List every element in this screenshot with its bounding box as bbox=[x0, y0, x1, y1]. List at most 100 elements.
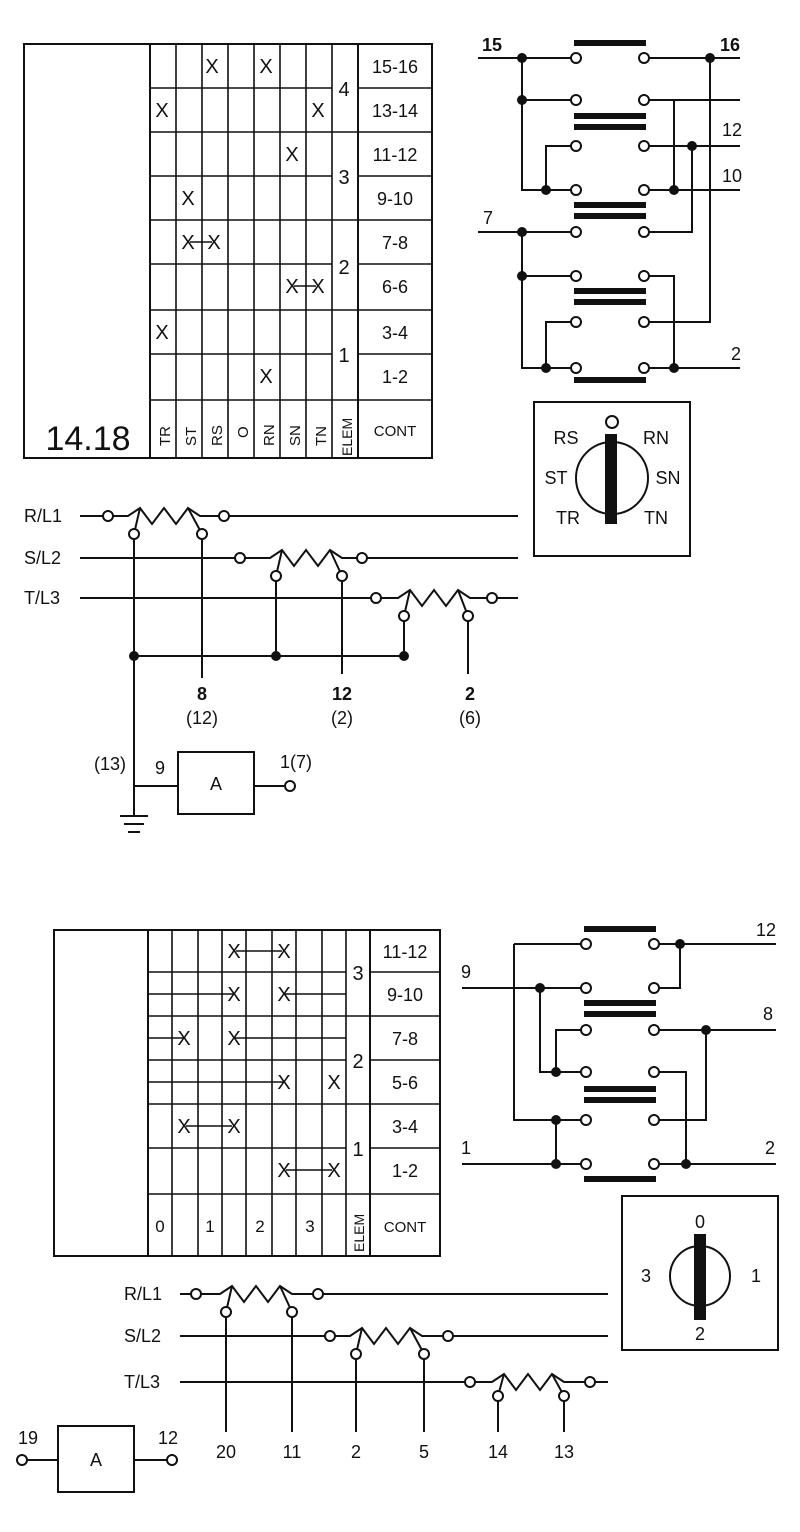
top-terminal-8: 8 bbox=[197, 684, 207, 704]
svg-text:X: X bbox=[181, 188, 194, 210]
top-terminal-7: 7 bbox=[483, 208, 493, 228]
bottom-terminal-20: 20 bbox=[216, 1442, 236, 1462]
svg-text:X: X bbox=[205, 56, 218, 78]
svg-text:X: X bbox=[327, 1160, 340, 1182]
top-terminal-12b: (2) bbox=[331, 708, 353, 728]
bottom-col-3: 3 bbox=[305, 1217, 314, 1236]
top-col-rs: RS bbox=[209, 425, 226, 446]
bottom-selector-switch: 0 1 2 3 bbox=[621, 1195, 779, 1351]
bottom-cont-3: 7-8 bbox=[392, 1029, 418, 1049]
top-col-rn: RN bbox=[261, 424, 278, 446]
top-terminal-8b: (12) bbox=[186, 708, 218, 728]
svg-text:X: X bbox=[177, 1116, 190, 1138]
top-col-st: ST bbox=[183, 427, 200, 446]
top-ammeter: A 9 1(7) (13) bbox=[94, 751, 312, 833]
bottom-ammeter-right: 12 bbox=[158, 1428, 178, 1448]
bottom-elem-2: 2 bbox=[352, 1051, 363, 1073]
top-terminal-12: 12 bbox=[722, 120, 742, 140]
top-terminal-2b: (6) bbox=[459, 708, 481, 728]
svg-text:X: X bbox=[155, 322, 168, 344]
top-cont-1: 15-16 bbox=[372, 57, 418, 77]
top-switch-tr: TR bbox=[556, 508, 580, 528]
top-terminal-15: 15 bbox=[482, 35, 502, 55]
svg-text:X: X bbox=[227, 1116, 240, 1138]
svg-text:X: X bbox=[177, 1028, 190, 1050]
bottom-col-cont: CONT bbox=[384, 1219, 427, 1236]
top-switch-table: X X X X X X X X X X X X 4 3 2 1 15-16 13… bbox=[23, 43, 433, 459]
svg-text:X: X bbox=[227, 1028, 240, 1050]
top-col-cont: CONT bbox=[374, 423, 417, 440]
top-cont-3: 11-12 bbox=[373, 145, 418, 165]
top-cont-2: 13-14 bbox=[372, 101, 418, 121]
bottom-terminal-11: 11 bbox=[283, 1442, 302, 1462]
bottom-switch-table: X X X X X X X X X X X X 3 2 1 11-12 9-10… bbox=[53, 929, 441, 1257]
top-power-lines: R/L1 S/L2 T/L3 8 (12) 12 (2) 2 (6) bbox=[24, 506, 518, 786]
svg-text:X: X bbox=[327, 1072, 340, 1094]
svg-text:X: X bbox=[259, 56, 272, 78]
bottom-ammeter-label: A bbox=[90, 1450, 102, 1470]
bottom-contact-diagram: 12 9 8 1 2 bbox=[461, 920, 776, 1182]
bottom-terminal-2b: 2 bbox=[351, 1442, 361, 1462]
top-cont-4: 9-10 bbox=[377, 189, 413, 209]
bottom-switch-1: 1 bbox=[751, 1266, 761, 1286]
svg-text:X: X bbox=[311, 276, 324, 298]
svg-text:X: X bbox=[227, 984, 240, 1006]
top-table-marks: X X X X X X X X X X X X bbox=[155, 56, 324, 388]
top-col-tn: TN bbox=[313, 426, 330, 446]
top-elem-3: 3 bbox=[338, 167, 349, 189]
top-contact-diagram: 15 16 12 10 7 2 bbox=[478, 35, 742, 383]
svg-text:X: X bbox=[277, 941, 290, 963]
top-ammeter-ground: (13) bbox=[94, 754, 126, 774]
top-col-o: O bbox=[235, 426, 252, 438]
top-terminal-16: 16 bbox=[720, 35, 740, 55]
bottom-power-lines: R/L1 S/L2 T/L3 20 11 2 5 14 13 bbox=[124, 1284, 608, 1462]
bottom-terminal-5: 5 bbox=[419, 1442, 429, 1462]
bottom-col-1: 1 bbox=[205, 1217, 214, 1236]
bottom-elem-1: 1 bbox=[352, 1139, 363, 1161]
svg-text:X: X bbox=[285, 276, 298, 298]
top-terminal-12b-main: 12 bbox=[332, 684, 352, 704]
top-switch-rn: RN bbox=[643, 428, 669, 448]
top-col-sn: SN bbox=[287, 425, 304, 446]
top-line-l2: S/L2 bbox=[24, 548, 61, 568]
top-line-l1: R/L1 bbox=[24, 506, 62, 526]
top-ammeter-label: A bbox=[210, 774, 222, 794]
bottom-cont-1: 11-12 bbox=[383, 942, 428, 962]
top-switch-st: ST bbox=[544, 468, 567, 488]
bottom-cont-4: 5-6 bbox=[392, 1073, 418, 1093]
bottom-col-2: 2 bbox=[255, 1217, 264, 1236]
top-cont-5: 7-8 bbox=[382, 233, 408, 253]
svg-text:X: X bbox=[259, 366, 272, 388]
bottom-elem-3: 3 bbox=[352, 963, 363, 985]
svg-text:X: X bbox=[311, 100, 324, 122]
bottom-table-marks: X X X X X X X X X X X X bbox=[148, 941, 346, 1182]
top-ammeter-right: 1(7) bbox=[280, 752, 312, 772]
top-ammeter-left: 9 bbox=[155, 758, 165, 778]
bottom-terminal-14: 14 bbox=[488, 1442, 508, 1462]
bottom-ammeter-left: 19 bbox=[18, 1428, 38, 1448]
bottom-switch-2: 2 bbox=[695, 1324, 705, 1344]
top-elem-2: 2 bbox=[338, 257, 349, 279]
bottom-col-elem: ELEM bbox=[351, 1214, 367, 1252]
bottom-terminal-12: 12 bbox=[756, 920, 776, 940]
svg-text:X: X bbox=[277, 984, 290, 1006]
bottom-terminal-1: 1 bbox=[461, 1138, 471, 1158]
bottom-terminal-9: 9 bbox=[461, 962, 471, 982]
bottom-line-l2: S/L2 bbox=[124, 1326, 161, 1346]
top-switch-rs: RS bbox=[553, 428, 578, 448]
top-switch-tn: TN bbox=[644, 508, 668, 528]
svg-text:X: X bbox=[277, 1072, 290, 1094]
bottom-switch-3: 3 bbox=[641, 1266, 651, 1286]
top-terminal-2b-main: 2 bbox=[465, 684, 475, 704]
svg-text:X: X bbox=[207, 232, 220, 254]
top-line-l3: T/L3 bbox=[24, 588, 60, 608]
top-cont-6: 6-6 bbox=[382, 277, 408, 297]
bottom-terminal-13: 13 bbox=[554, 1442, 574, 1462]
top-terminal-2: 2 bbox=[731, 344, 741, 364]
bottom-cont-2: 9-10 bbox=[387, 985, 423, 1005]
svg-text:X: X bbox=[227, 941, 240, 963]
top-terminal-10: 10 bbox=[722, 166, 742, 186]
bottom-line-l3: T/L3 bbox=[124, 1372, 160, 1392]
top-switch-sn: SN bbox=[655, 468, 680, 488]
